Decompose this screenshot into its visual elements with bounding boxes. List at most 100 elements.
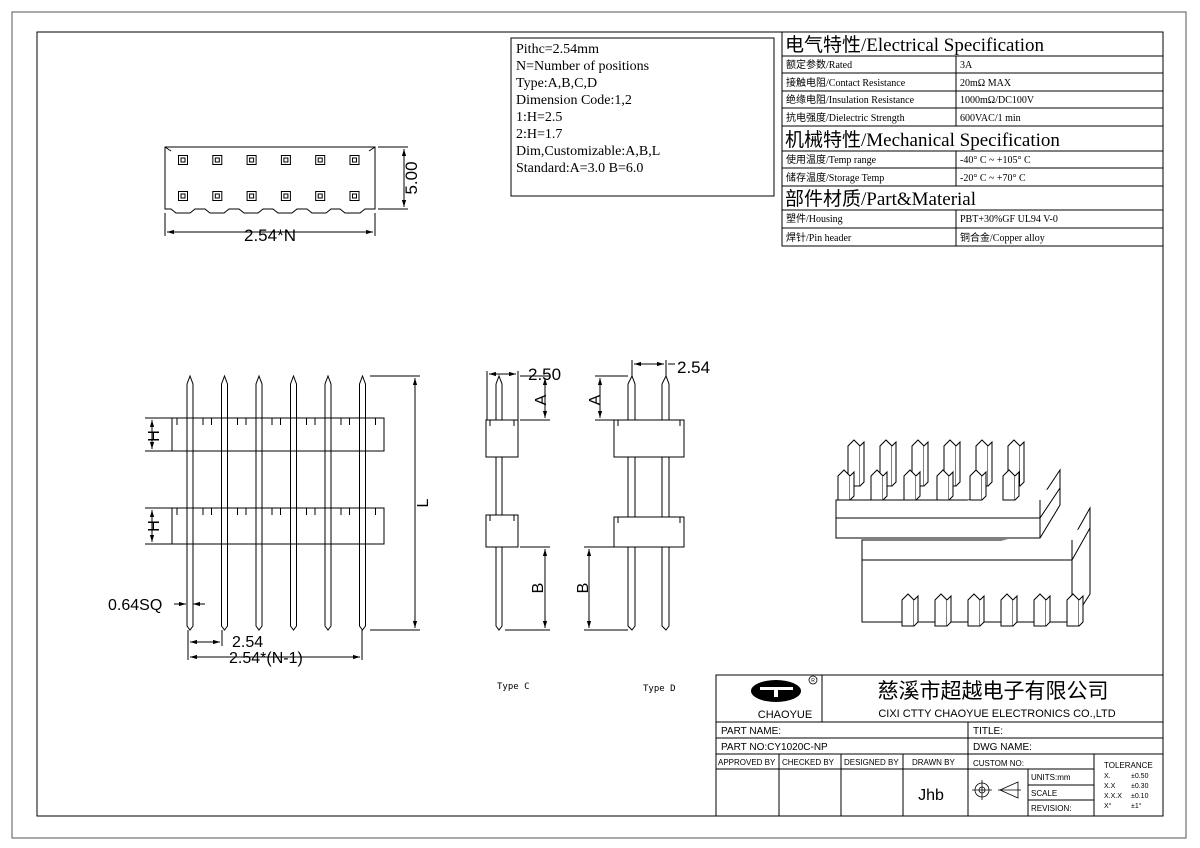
- front-pin: [255, 374, 263, 631]
- spec-row-value: 20mΩ MAX: [960, 78, 1012, 89]
- tolerance-key: X°: [1104, 802, 1112, 810]
- front-pin: [290, 374, 297, 631]
- isometric-view: [835, 439, 1091, 627]
- tolerance-value: ±0.10: [1131, 793, 1149, 800]
- inner-border: [36, 31, 1164, 817]
- top-pin-outer: [178, 155, 188, 165]
- top-pin-outer: [315, 155, 326, 165]
- housing-notch: [280, 418, 307, 515]
- designed-by-label: DESIGNED BY: [844, 758, 899, 767]
- iso-pin: [987, 440, 993, 487]
- chaoyue-logo: R: [751, 675, 818, 702]
- front-view: [145, 374, 420, 660]
- spec-row-label: 额定参数/Rated: [786, 58, 852, 71]
- spec-row-label: 塑件/Housing: [786, 213, 843, 225]
- top-pin-outer: [280, 155, 291, 165]
- housing-notch: [349, 418, 376, 515]
- tolerance-key: X.X.X: [1104, 793, 1122, 800]
- iso-pin: [1078, 594, 1084, 627]
- top-pin-inner: [249, 193, 255, 199]
- note-line: N=Number of positions: [516, 59, 649, 74]
- spec-row-value: -20° C ~ +70° C: [960, 173, 1026, 184]
- iso-pin: [849, 470, 855, 501]
- iso-pin: [948, 470, 954, 501]
- outer-border: [11, 11, 1187, 839]
- iso-pin: [870, 469, 884, 501]
- notes-box: [510, 37, 775, 197]
- top-pin-inner: [180, 157, 186, 163]
- top-pin-inner: [249, 157, 255, 163]
- iso-pin: [903, 469, 917, 501]
- top-pin-outer: [280, 191, 291, 201]
- tolerance-key: X.: [1104, 773, 1111, 780]
- part-name-label: PART NAME:: [721, 726, 781, 737]
- top-pin-inner: [180, 193, 186, 199]
- dim-type-c-width: 2.50: [528, 365, 561, 384]
- iso-pin: [936, 469, 950, 501]
- iso-pin: [901, 593, 915, 627]
- title-block: [715, 674, 1164, 817]
- svg-text:R: R: [811, 678, 815, 684]
- housing-notch: [211, 418, 238, 515]
- dim-type-c-b: B: [530, 583, 547, 594]
- iso-pin: [882, 470, 888, 501]
- dim-type-d-a: A: [587, 394, 604, 405]
- dim-type-c-a: A: [533, 394, 550, 405]
- iso-pin: [1012, 594, 1018, 627]
- spec-row-label: 抗电强度/Dielectric Strength: [786, 111, 905, 124]
- dim-h-lower: H: [146, 520, 163, 532]
- iso-pin: [1066, 593, 1080, 627]
- title-label: TITLE:: [973, 726, 1003, 737]
- projection-symbol: [972, 780, 1021, 800]
- spec-row-label: 使用温度/Temp range: [786, 153, 877, 166]
- type-c-side-view: [485, 371, 550, 631]
- top-pin-outer: [212, 191, 223, 201]
- top-pin-outer: [212, 155, 223, 165]
- tolerance-value: ±0.50: [1131, 773, 1149, 780]
- top-pin-inner: [214, 193, 220, 199]
- spec-row-value: 3A: [960, 60, 973, 71]
- spec-table: [781, 31, 1164, 247]
- front-pin: [186, 374, 194, 631]
- iso-pin: [934, 593, 948, 627]
- note-line: Dim,Customizable:A,B,L: [516, 144, 660, 159]
- spec-row-value: PBT+30%GF UL94 V-0: [960, 214, 1058, 225]
- tolerance-title: TOLERANCE: [1104, 761, 1153, 770]
- front-pin: [324, 374, 332, 631]
- front-pin: [221, 374, 228, 631]
- checked-by-label: CHECKED BY: [782, 758, 835, 767]
- spec-row-value: 600VAC/1 min: [960, 113, 1021, 124]
- spec-row-label: 储存温度/Storage Temp: [786, 171, 884, 184]
- top-pin-outer: [315, 191, 326, 201]
- iso-pin: [946, 594, 952, 627]
- label-type-c: Type C: [497, 682, 530, 692]
- notes-lines: Pithc=2.54mm N=Number of positions Type:…: [516, 42, 660, 176]
- iso-pin: [837, 469, 851, 501]
- iso-pin: [1045, 594, 1051, 627]
- dim-pin-square: 0.64SQ: [108, 597, 162, 614]
- dim-span: 2.54*(N-1): [229, 650, 303, 667]
- company-name-cn: 慈溪市超越电子有限公司: [878, 680, 1109, 703]
- note-line: Type:A,B,C,D: [516, 76, 597, 91]
- top-pin-inner: [317, 157, 323, 163]
- custom-no-label: CUSTOM NO:: [973, 759, 1024, 768]
- iso-pin: [1033, 593, 1047, 627]
- iso-pin: [913, 594, 919, 627]
- top-pin-inner: [283, 157, 289, 163]
- iso-pin: [1014, 470, 1020, 501]
- spec-material-title: 部件材质/Part&Material: [785, 188, 976, 210]
- iso-pin: [1002, 469, 1016, 501]
- spec-row-label: 焊针/Pin header: [786, 231, 852, 244]
- revision-label: REVISION:: [1031, 804, 1071, 813]
- dim-top-height: 5.00: [402, 161, 421, 194]
- part-no: PART NO:CY1020C-NP: [721, 742, 828, 753]
- top-pin-inner: [317, 193, 323, 199]
- top-pin-inner: [352, 157, 357, 163]
- type-d-side-view: [584, 360, 685, 631]
- dim-h-upper: H: [146, 430, 163, 442]
- dim-pitch: 2.54: [232, 634, 263, 651]
- drawn-by-value: Jhb: [918, 787, 944, 804]
- drawn-by-label: DRAWN BY: [912, 758, 955, 767]
- spec-electrical-title: 电气特性/Electrical Specification: [785, 34, 1045, 56]
- tolerance-key: X.X: [1104, 783, 1116, 790]
